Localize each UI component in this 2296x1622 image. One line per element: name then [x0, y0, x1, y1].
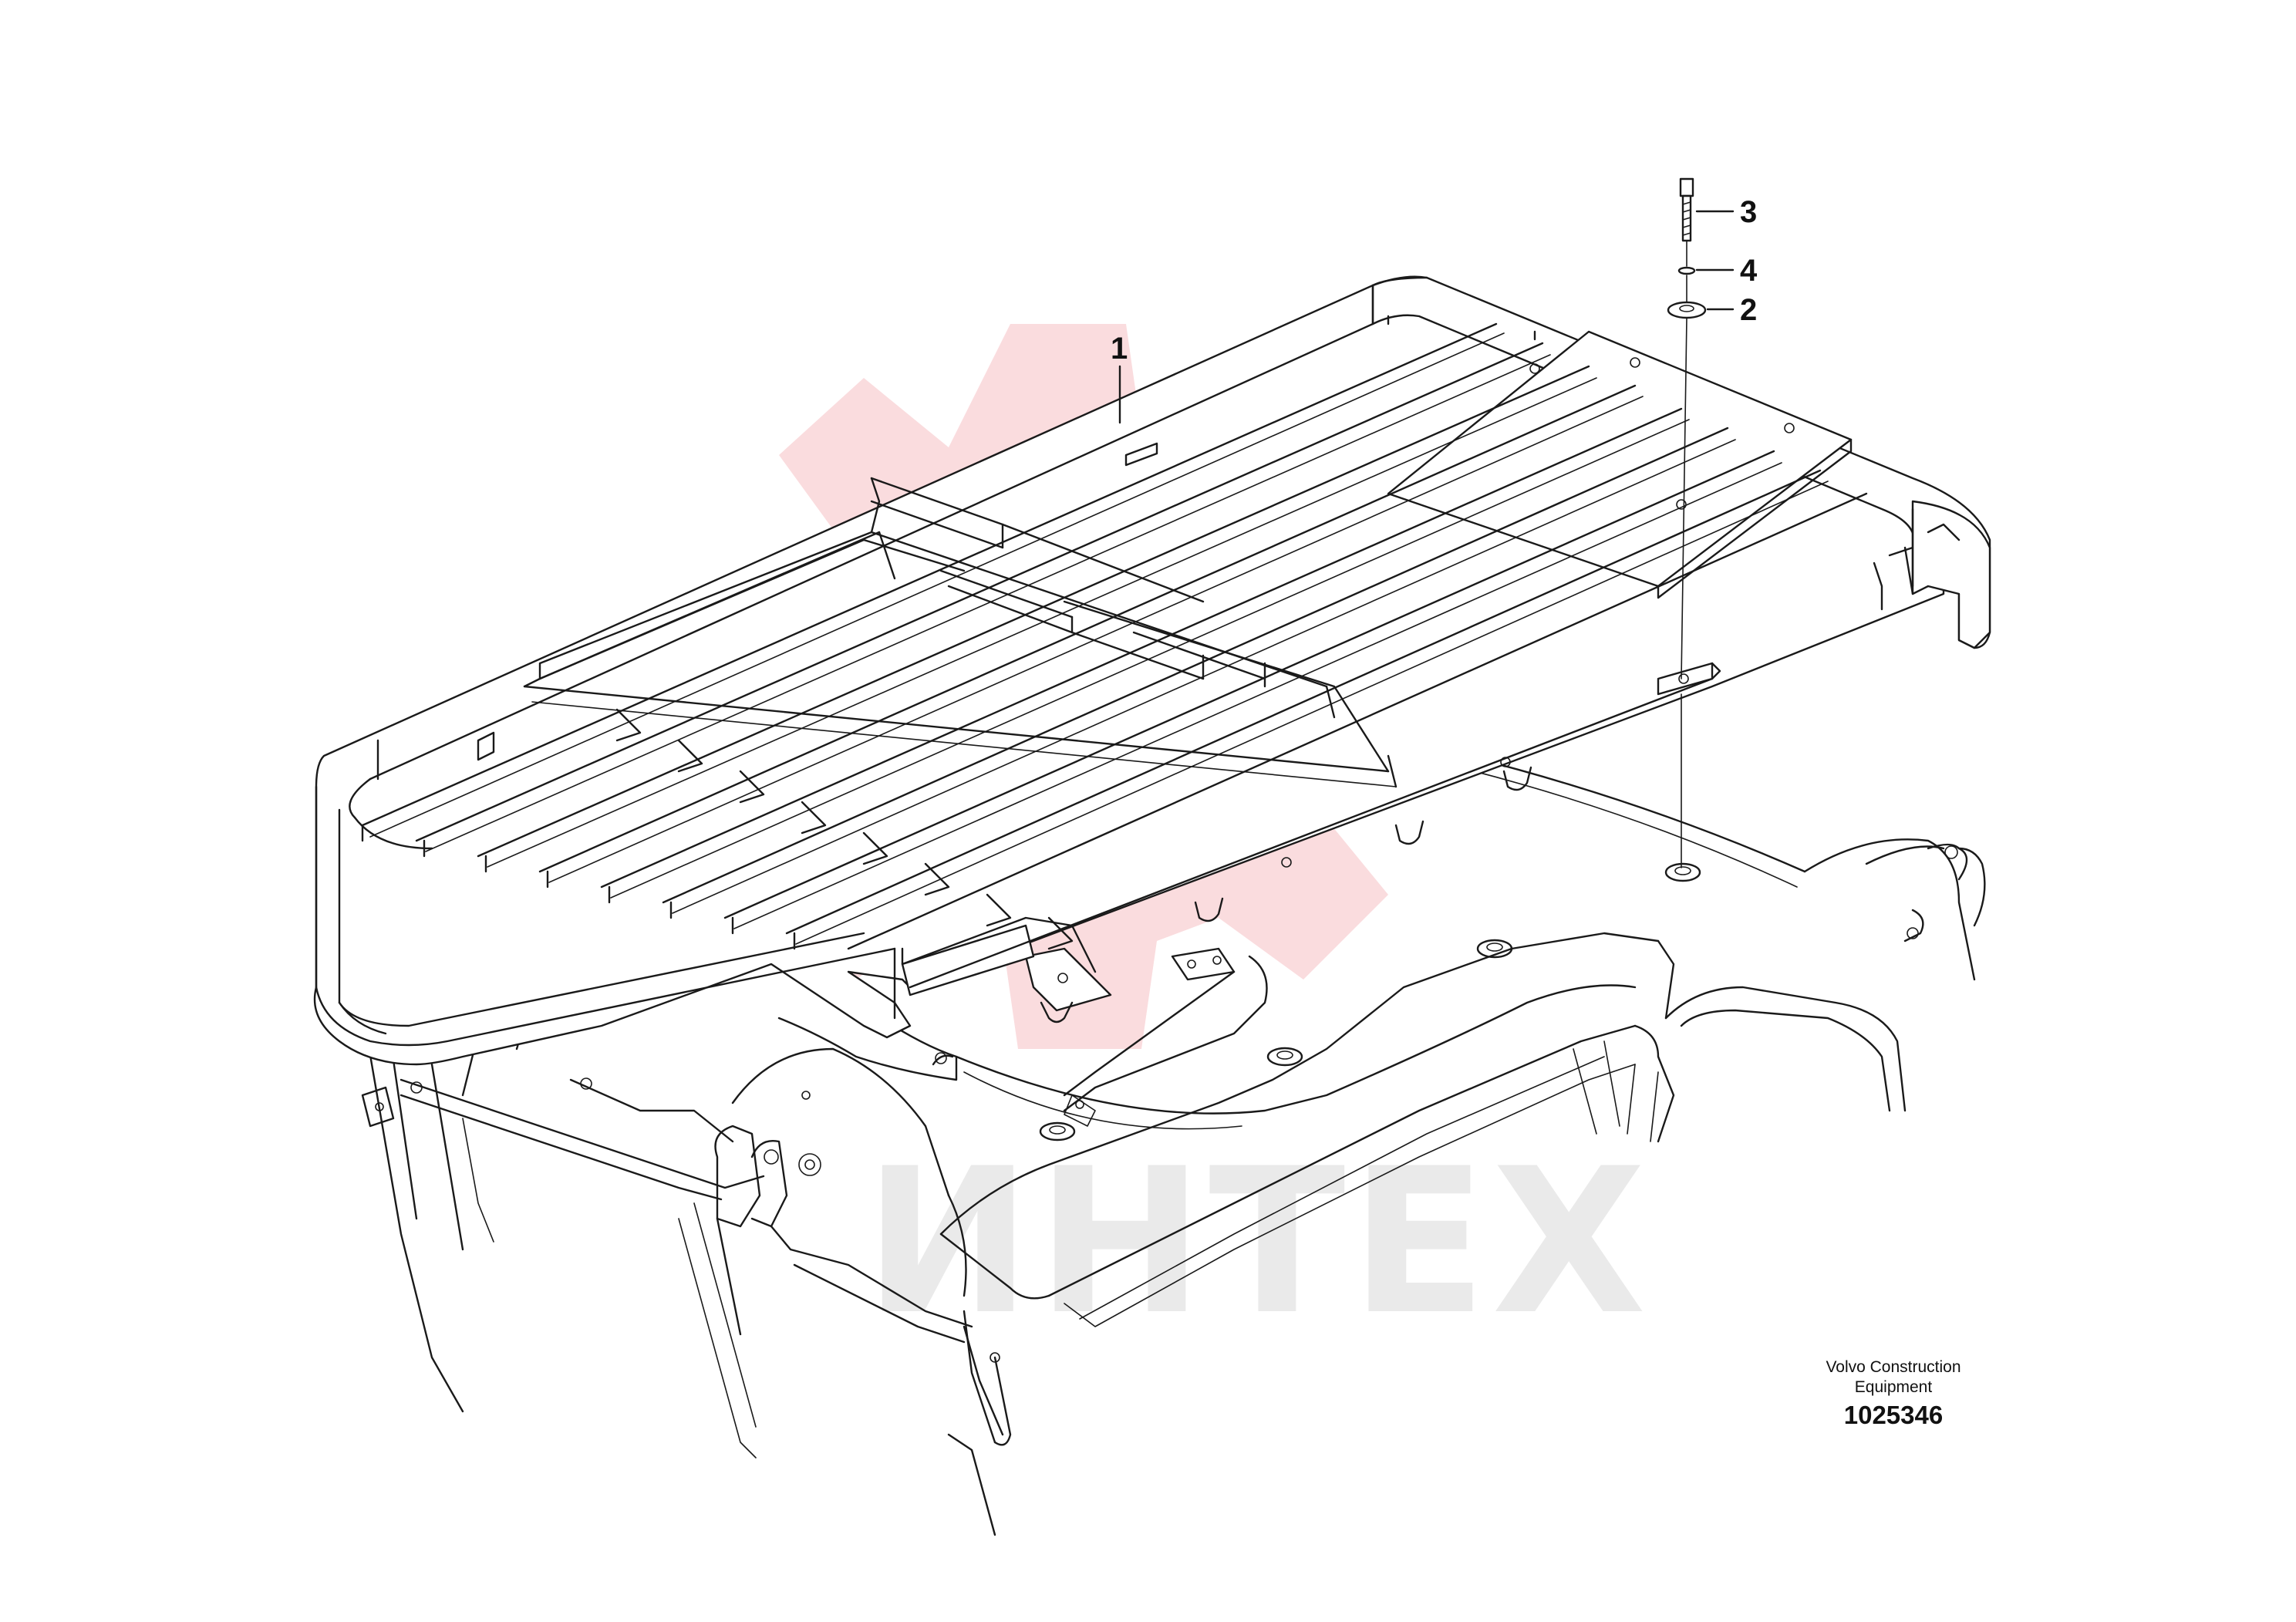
rack-slats — [361, 322, 1868, 950]
rack-clips — [615, 708, 1074, 950]
assembly-axis-line — [1681, 317, 1687, 679]
diagram-caption: Volvo Construction Equipment 1025346 — [1766, 1357, 2021, 1433]
watermark-text: ИНТЕХ — [864, 1126, 1651, 1359]
rack-cross-members — [523, 477, 1397, 788]
callout-3: 4 3 — [1695, 195, 1757, 229]
callout-label-1: 1 — [1111, 332, 1128, 366]
rack-slat-ends — [361, 824, 796, 950]
lock-washer-icon — [1677, 266, 1696, 275]
roof-grommets — [1039, 862, 1701, 1141]
callout-label-bolt: 3 — [1740, 195, 1757, 229]
washer-icon — [1667, 301, 1707, 319]
callout-4: 4 — [1695, 254, 1758, 288]
callout-label-washer: 2 — [1740, 293, 1757, 327]
caption-manufacturer-line1: Volvo Construction — [1826, 1358, 1961, 1376]
bolt-icon — [1679, 177, 1694, 242]
callout-label-lock-washer: 4 — [1740, 254, 1758, 288]
callout-2: 2 — [1706, 293, 1757, 327]
caption-drawing-id: 1025346 — [1843, 1401, 1944, 1429]
fasteners — [1667, 177, 1707, 868]
callout-1: 1 — [1111, 332, 1128, 424]
caption-manufacturer-line2: Equipment — [1854, 1378, 1933, 1396]
rack — [313, 275, 1991, 1066]
